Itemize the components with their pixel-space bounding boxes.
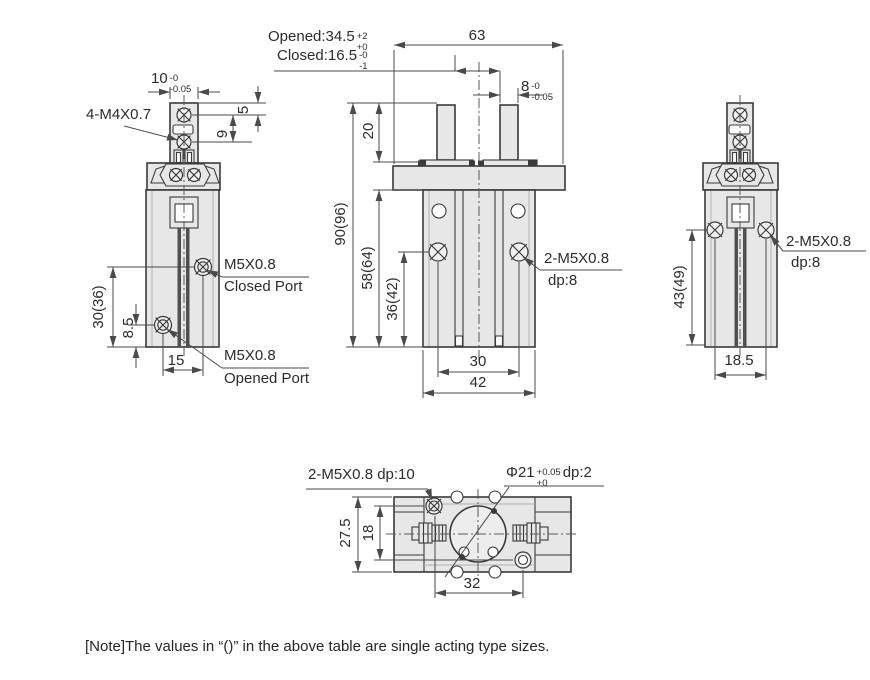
right-thread-depth-label: dp:8 — [791, 254, 821, 271]
front-dim-30: 30 — [469, 352, 487, 370]
front-dim-20: 20 — [359, 122, 377, 140]
front-view — [274, 41, 622, 398]
left-dim-9: 9 — [213, 129, 231, 139]
front-dim-63: 63 — [468, 26, 486, 44]
right-dim-43-49: 43(49) — [670, 265, 688, 309]
closed-port-thread-label: M5X0.8 — [224, 256, 276, 273]
left-dim-5: 5 — [234, 105, 252, 115]
left-dim-15: 15 — [167, 351, 185, 369]
opened-port-label: Opened Port — [224, 370, 310, 387]
right-thread-label: 2-M5X0.8 — [786, 233, 852, 250]
left-jaw-width-dim: 10-0-0.05 — [151, 70, 192, 95]
opened-port-thread-label: M5X0.8 — [224, 347, 276, 364]
bottom-dim-32: 32 — [463, 574, 481, 592]
front-thread-depth-label: dp:8 — [548, 272, 578, 289]
left-dim-8-5: 8.5 — [119, 317, 137, 339]
front-thread-label: 2-M5X0.8 — [544, 250, 610, 267]
closed-port-label: Closed Port — [224, 278, 303, 295]
left-thread-label: 4-M4X0.7 — [86, 106, 152, 123]
right-dim-18-5: 18.5 — [724, 351, 754, 369]
left-view — [107, 86, 309, 376]
bottom-thread-label: 2-M5X0.8 dp:10 — [308, 466, 415, 483]
bottom-dim-27-5: 27.5 — [336, 518, 354, 548]
front-dim-58-64: 58(64) — [358, 246, 376, 290]
front-dim-90-96: 90(96) — [331, 202, 349, 246]
note-text: [Note]The values in “()” in the above ta… — [85, 638, 550, 655]
left-dim-30-36: 30(36) — [89, 285, 107, 329]
front-dim-36-42: 36(42) — [383, 277, 401, 321]
opened-stroke-label: Opened:34.5+2+0 — [268, 28, 368, 53]
right-view — [686, 95, 866, 380]
bottom-view — [306, 485, 604, 598]
closed-stroke-label: Closed:16.5-0-1 — [277, 47, 368, 72]
front-dim-42: 42 — [469, 373, 487, 391]
bottom-dim-18: 18 — [359, 524, 377, 542]
front-finger-width-dim: 8-0-0.05 — [521, 78, 553, 103]
